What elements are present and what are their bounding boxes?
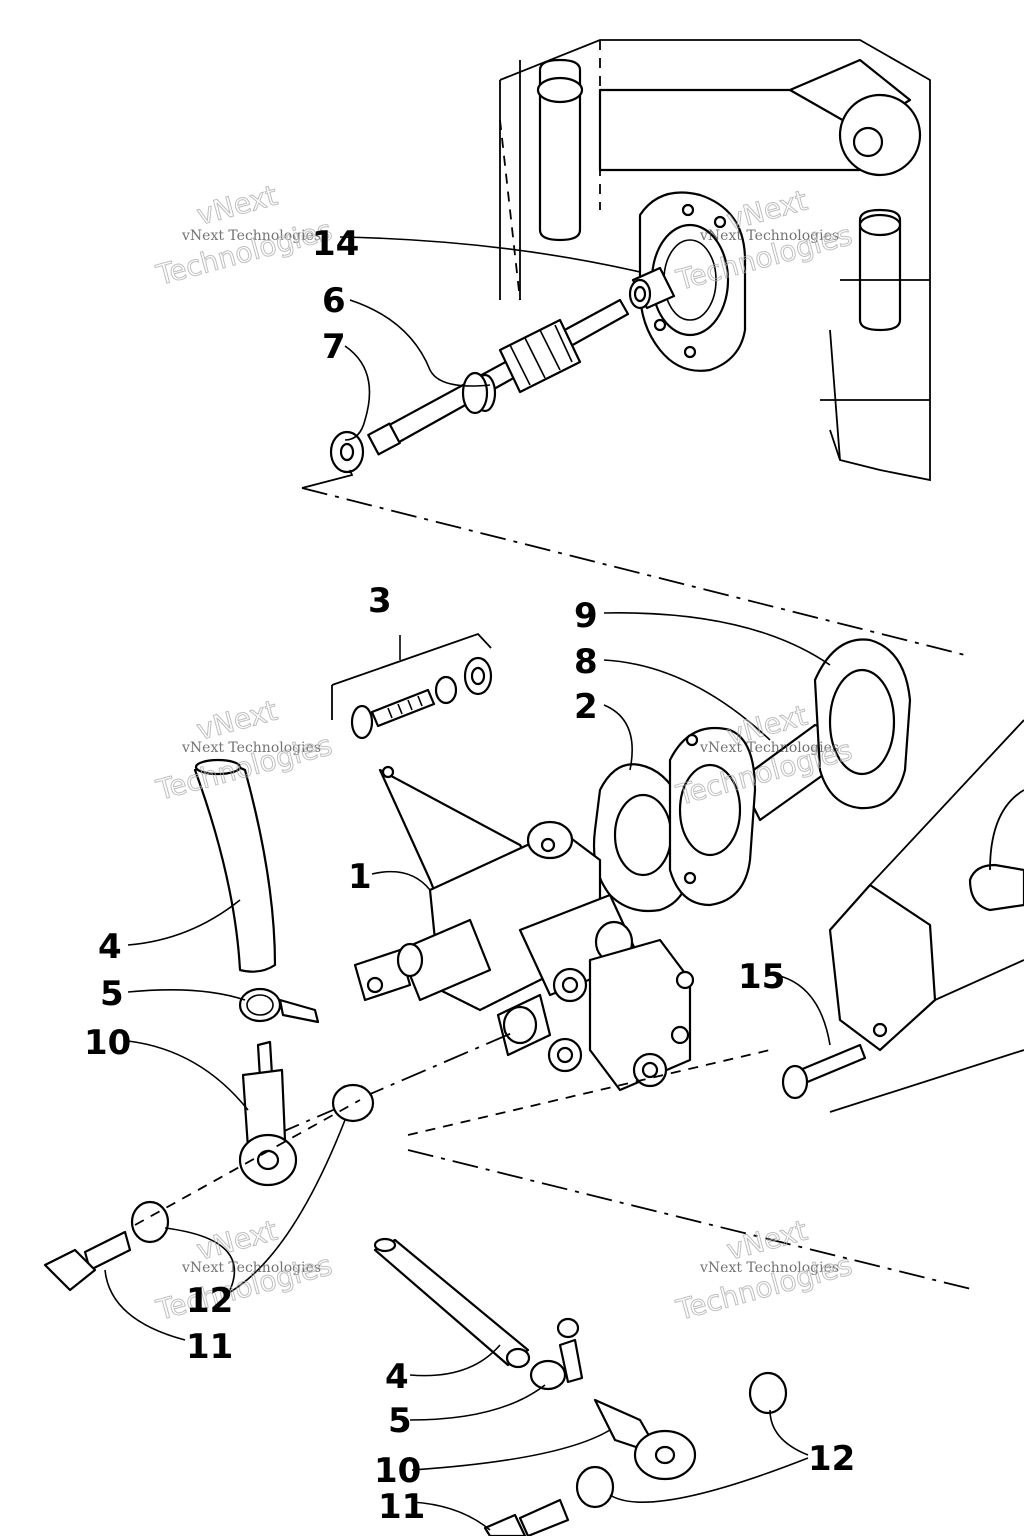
callout-number: 11: [186, 1327, 233, 1367]
oil-pump-body-part: [353, 765, 695, 1092]
callout-number: 1: [348, 857, 372, 897]
oil-hose-part: [193, 758, 277, 973]
svg-text:vNext Technologies: vNext Technologies: [699, 228, 839, 244]
callout-number: 14: [312, 224, 359, 264]
leader-lines: [104, 236, 831, 1531]
callout-number: 5: [100, 974, 124, 1014]
svg-text:vNext Technologies: vNext Technologies: [699, 1260, 839, 1276]
gear-shaft-part: [367, 298, 630, 456]
washer-part: [575, 1465, 615, 1509]
svg-text:vNext: vNext: [193, 179, 281, 232]
callout-number: 6: [322, 281, 346, 321]
hose-clamp-part: [238, 987, 320, 1024]
bolt-with-washers-part: [331, 632, 493, 740]
svg-text:vNext Technologies: vNext Technologies: [181, 740, 321, 756]
engine-case: [499, 39, 931, 482]
banjo-fitting-part: [593, 1398, 697, 1481]
flange-gasket-part: [813, 638, 912, 810]
callout-number: 12: [186, 1281, 233, 1321]
oil-hose-part: [373, 1237, 531, 1369]
callout-number: 8: [574, 642, 598, 682]
banjo-bolt-part: [483, 1498, 570, 1536]
svg-text:vNext Technologies: vNext Technologies: [699, 740, 839, 756]
bushing-part: [628, 266, 676, 310]
crankcase-cover-part: [828, 719, 1024, 1052]
svg-text:vNext: vNext: [193, 694, 281, 747]
washer-part: [329, 430, 365, 474]
callout-number: 10: [84, 1023, 131, 1063]
hose-clamp-part: [529, 1317, 584, 1391]
svg-text:vNext Technologies: vNext Technologies: [181, 228, 321, 244]
callout-number: 5: [388, 1401, 412, 1441]
svg-text:vNext: vNext: [723, 1214, 811, 1267]
washer-part: [331, 1083, 375, 1123]
banjo-bolt-part: [43, 1230, 132, 1292]
pump-adapter-part: [668, 723, 832, 907]
gasket-part: [592, 763, 692, 913]
svg-text:vNext Technologies: vNext Technologies: [181, 1260, 321, 1276]
washer-part: [748, 1371, 788, 1415]
banjo-fitting-part: [238, 1040, 298, 1187]
callout-number: 9: [574, 596, 598, 636]
washer-part: [130, 1200, 170, 1244]
callout-number: 3: [368, 581, 392, 621]
callout-number: 2: [574, 687, 598, 727]
callout-number: 12: [808, 1439, 855, 1479]
callout-number: 4: [385, 1357, 409, 1397]
callout-number: 7: [322, 327, 346, 367]
screw-part: [781, 1043, 867, 1100]
svg-text:Technologies: Technologies: [152, 213, 335, 292]
callout-number: 15: [738, 957, 785, 997]
callout-number: 4: [98, 927, 122, 967]
callout-number: 11: [378, 1487, 425, 1527]
callout-number: 10: [374, 1451, 421, 1491]
